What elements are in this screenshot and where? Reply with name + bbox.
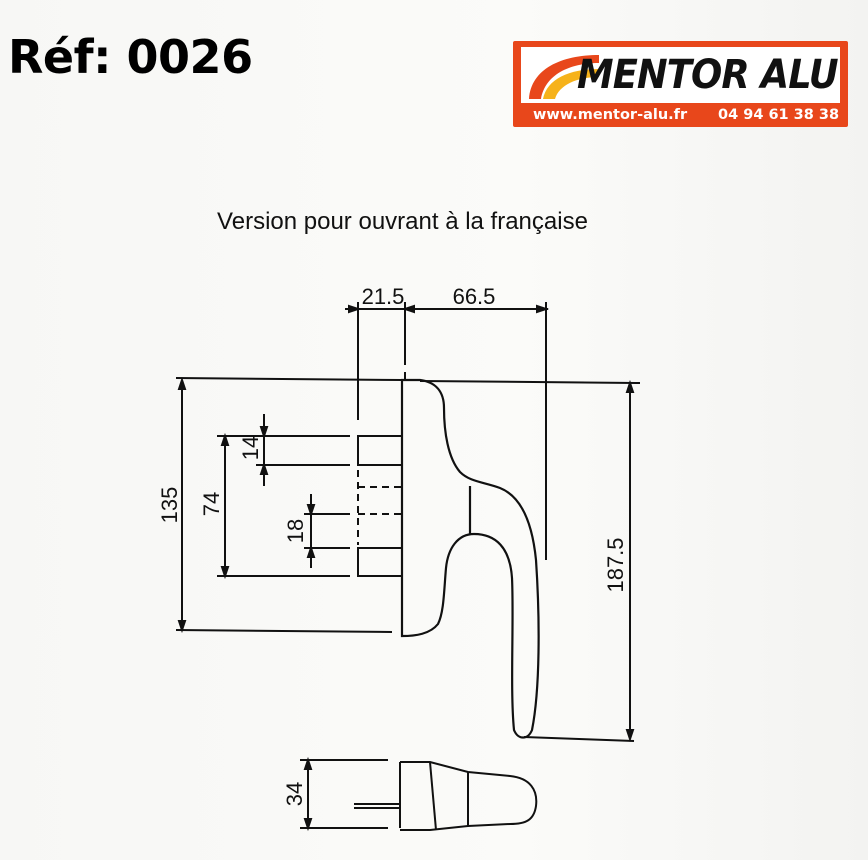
- top-dimension-lines: [345, 302, 550, 560]
- reference-title: Réf: 0026: [8, 30, 253, 84]
- mentor-alu-logo: MENTOR ALU www.mentor-alu.fr 04 94 61 38…: [513, 41, 848, 127]
- spacing-74-dimension: [217, 432, 350, 580]
- height-187-5-dimension: [419, 379, 641, 743]
- dim-label-14: 14: [238, 436, 263, 460]
- dim-label-135: 135: [157, 487, 182, 524]
- handle-outline: [400, 378, 540, 739]
- slot-14-dimension: [256, 414, 350, 486]
- logo-phone: 04 94 61 38 38: [718, 107, 840, 123]
- dim-label-21-5: 21.5: [362, 284, 405, 309]
- dim-label-34: 34: [282, 782, 307, 806]
- dim-label-74: 74: [199, 492, 224, 516]
- logo-brand-name: MENTOR ALU: [577, 52, 839, 98]
- logo-website: www.mentor-alu.fr: [533, 107, 688, 123]
- logo-panel: MENTOR ALU: [521, 47, 840, 103]
- height-135-dimension: [175, 376, 403, 634]
- dim-label-187-5: 187.5: [603, 537, 628, 592]
- swoosh-icon: [529, 55, 599, 99]
- slot-18-dimension: [304, 494, 350, 568]
- dim-label-66-5: 66.5: [453, 284, 496, 309]
- side-view: [300, 756, 538, 832]
- drawing-subtitle: Version pour ouvrant à la française: [217, 208, 588, 235]
- mounting-slots: [357, 435, 403, 577]
- dim-label-18: 18: [283, 519, 308, 543]
